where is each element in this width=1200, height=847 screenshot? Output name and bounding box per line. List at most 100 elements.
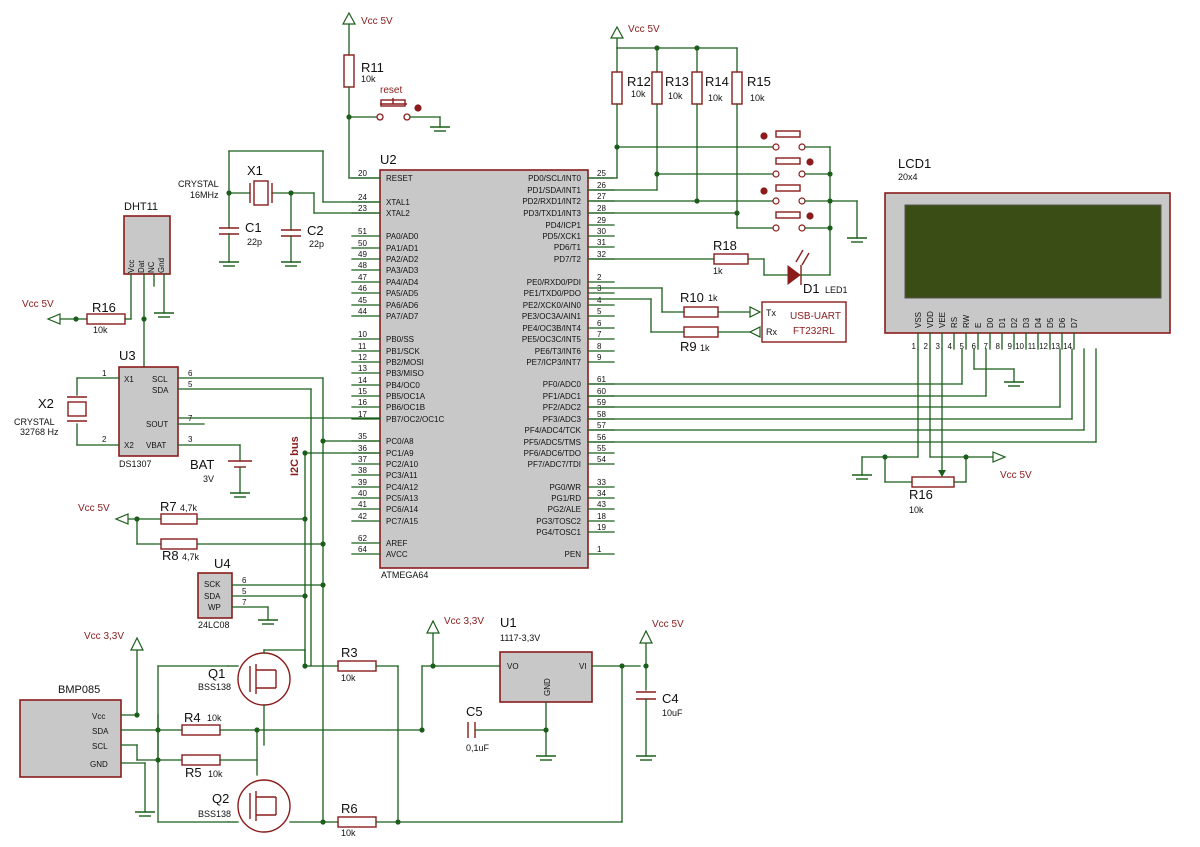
mcu-part: ATMEGA64 — [381, 570, 428, 580]
r13-value: 10k — [668, 91, 683, 101]
ground-icon — [154, 312, 174, 318]
mcu-pin-name: PD6/T1 — [554, 243, 582, 252]
lcd-size: 20x4 — [898, 172, 918, 182]
mcu-pin-number: 19 — [597, 523, 606, 532]
lcd-pin-name: D3 — [1022, 317, 1031, 328]
u3-ref: U3 — [119, 348, 136, 363]
mcu-pin-number: 48 — [358, 261, 367, 270]
mcu-pin-number: 31 — [597, 238, 606, 247]
lcd-pin-name: VDD — [926, 311, 935, 328]
mcu-pin-number: 35 — [358, 432, 367, 441]
vcc-label: Vcc 5V — [628, 24, 660, 35]
ground-icon — [636, 755, 656, 761]
ground-icon — [219, 261, 301, 267]
mcu-pin-name: PF3/ADC3 — [543, 415, 582, 424]
vcc-label: Vcc 5V — [361, 16, 393, 27]
dht-pin-vcc: Vcc — [127, 260, 136, 273]
mcu-pin-name: PF4/ADC4/TCK — [525, 426, 582, 435]
mcu-pin-number: 15 — [358, 387, 367, 396]
u3-pinnum-6: 6 — [188, 369, 193, 378]
uart-circuit: R10 1k R9 1k Tx Rx USB-UART FT232RL — [587, 287, 847, 354]
d1-value: LED1 — [825, 285, 848, 295]
mcu-pin-number: 24 — [358, 193, 367, 202]
mcu-pin-number: 37 — [358, 455, 367, 464]
u3-pinnum-1: 1 — [102, 369, 107, 378]
r6-value: 10k — [341, 828, 356, 838]
lcd-pin-name: D6 — [1058, 317, 1067, 328]
u3-pinnum-7: 7 — [188, 414, 193, 423]
vcc-label: Vcc 5V — [652, 619, 684, 630]
r5-ref: R5 — [185, 765, 202, 780]
r12-value: 10k — [631, 89, 646, 99]
x1-ref: X1 — [247, 163, 263, 178]
mcu-pin-number: 25 — [597, 169, 606, 178]
mcu-pin-name: PG4/TOSC1 — [536, 528, 581, 537]
mcu-pin-name: PF2/ADC2 — [543, 403, 582, 412]
lcd-pin-number: 2 — [924, 342, 929, 351]
lcd-pin-number: 5 — [960, 342, 965, 351]
mcu-pin-name: PC3/A11 — [386, 471, 418, 480]
r10-ref: R10 — [680, 290, 704, 305]
mcu-pin-number: 47 — [358, 273, 367, 282]
mcu-pin-number: 8 — [597, 342, 602, 351]
mcu-pin-number: 39 — [358, 478, 367, 487]
mcu-pin-name: PD3/TXD1/INT3 — [523, 209, 581, 218]
mcu-pin-name: PB7/OC2/OC1C — [386, 415, 444, 424]
mcu-pin-number: 59 — [597, 398, 606, 407]
lcd-pin-name: D1 — [998, 317, 1007, 328]
ground-icon — [1004, 381, 1024, 387]
q2-part: BSS138 — [198, 809, 231, 819]
lcd-pin-number: 10 — [1015, 342, 1024, 351]
mcu-pin-number: 51 — [358, 227, 367, 236]
mcu-pin-number: 10 — [358, 330, 367, 339]
u4-pin-wp: WP — [208, 603, 221, 612]
u4-pin-sck: SCK — [204, 580, 221, 589]
rtc-u3: U3 DS1307 X1 X2 SCL SDA SOUT VBAT 1 2 6 … — [14, 348, 324, 498]
mcu-pin-name: PB1/SCK — [386, 347, 420, 356]
crystal-x1: X1 CRYSTAL 16MHz C1 22p C2 22p — [178, 150, 381, 267]
mcu-pin-number: 27 — [597, 192, 606, 201]
mcu-pin-number: 40 — [358, 489, 367, 498]
mcu-pin-name: PD1/SDA/INT1 — [527, 186, 581, 195]
r7-ref: R7 — [160, 499, 177, 514]
mcu-pin-name: PA4/AD4 — [386, 278, 419, 287]
button-s1[interactable] — [760, 130, 806, 151]
r15-ref: R15 — [747, 74, 771, 89]
mcu-u2: U2 ATMEGA64 20RESET24XTAL123XTAL251PA0/A… — [351, 152, 615, 580]
u1-pin-gnd: GND — [543, 678, 552, 696]
mcu-pin-name: PG0/WR — [549, 483, 581, 492]
vcc-arrow-icon — [609, 25, 625, 39]
mcu-pin-name: PC0/A8 — [386, 437, 414, 446]
button-s2[interactable] — [772, 157, 814, 178]
mcu-pin-name: PC5/A13 — [386, 494, 419, 503]
mcu-pin-name: PD0/SCL/INT0 — [528, 174, 581, 183]
mcu-pin-name: PG3/TOSC2 — [536, 517, 581, 526]
lcd-pin-number: 12 — [1039, 342, 1048, 351]
u3-pin-scl: SCL — [152, 375, 168, 384]
lcd-pin-name: VSS — [914, 312, 923, 328]
r7-value: 4,7k — [180, 503, 198, 513]
lcd-pin-number: 13 — [1051, 342, 1060, 351]
bat-ref: BAT — [190, 457, 214, 472]
mcu-pin-number: 49 — [358, 250, 367, 259]
lcd-pin-name: VEE — [938, 312, 947, 328]
lcd-pins: VSS1VDD2VEE3RS4RW5E6D07D18D29D310D411D51… — [912, 311, 1079, 351]
mcu-pin-name: PC2/A10 — [386, 460, 419, 469]
u3-pinnum-3: 3 — [188, 435, 193, 444]
mcu-pin-name: PB0/SS — [386, 335, 414, 344]
q2-mosfet-icon — [237, 779, 291, 833]
mcu-pin-name: PD4/ICP1 — [545, 221, 581, 230]
mcu-pin-number: 30 — [597, 227, 606, 236]
bmp-pin-gnd: GND — [90, 760, 108, 769]
dht-pin-nc: NC — [147, 261, 156, 273]
mcu-pin-name: PC4/A12 — [386, 483, 419, 492]
vcc-arrow-icon — [130, 636, 144, 651]
mcu-pin-name: PB4/OC0 — [386, 381, 420, 390]
mcu-ref: U2 — [380, 152, 397, 167]
mcu-pin-number: 16 — [358, 398, 367, 407]
bmp085-sensor: BMP085 Vcc SDA SCL GND Vcc 3,3V — [19, 631, 623, 838]
mcu-pin-number: 28 — [597, 204, 606, 213]
ground-icon — [847, 237, 867, 243]
uart-tx: Tx — [766, 308, 776, 318]
